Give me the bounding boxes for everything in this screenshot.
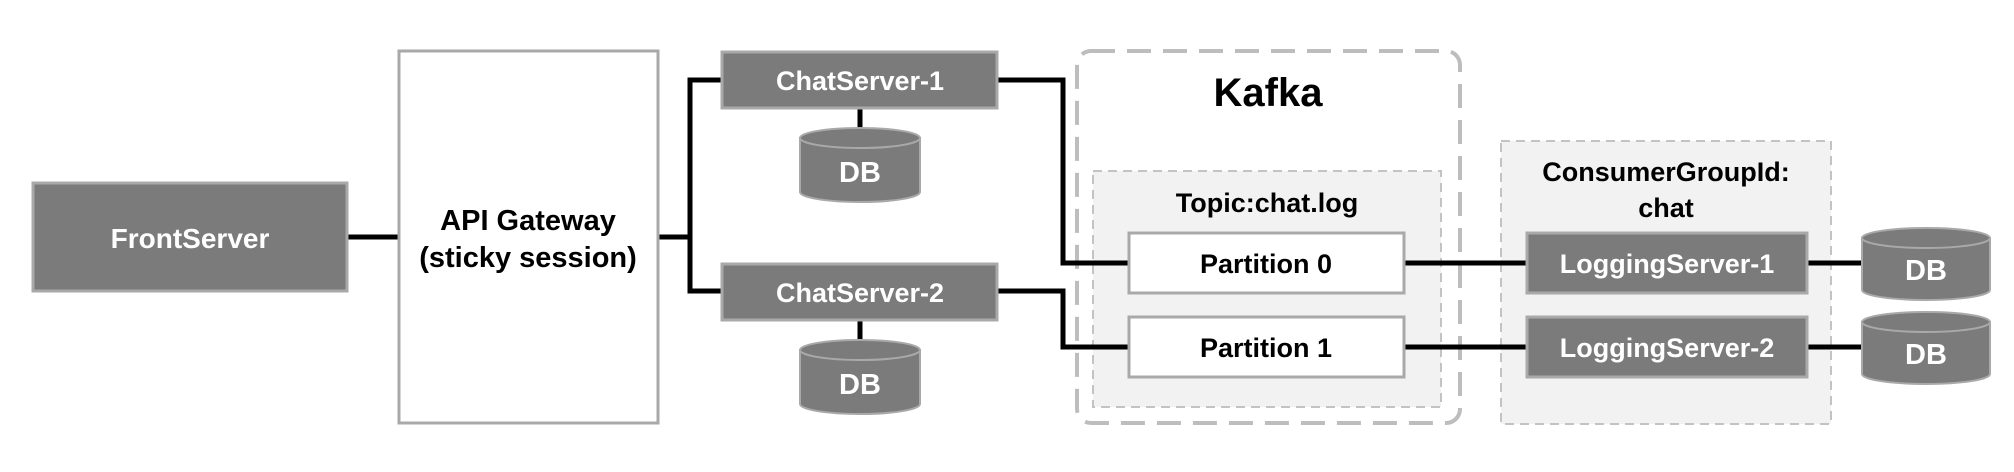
chat-server-1-label: ChatServer-1 — [776, 66, 944, 96]
chat-server-2-box — [720, 262, 999, 322]
api-gateway-label: API Gateway — [440, 205, 616, 237]
topic-label: Topic:chat.log — [1176, 188, 1359, 218]
front-server-box — [31, 181, 349, 293]
logging-server-2-box — [1525, 315, 1809, 379]
front-server-label: FrontServer — [111, 223, 270, 254]
connector-chatserver-2-partition-1 — [997, 288, 1129, 350]
chat-server-1-db-label: DB — [839, 157, 881, 189]
partition-1-label: Partition 1 — [1200, 333, 1332, 363]
chat-server-2-label: ChatServer-2 — [776, 278, 944, 308]
partition-1-box — [1127, 315, 1406, 379]
logging-server-1-db-label: DB — [1905, 255, 1947, 287]
logging-server-2-db: DB — [1861, 311, 1991, 385]
logging-server-2-db-label: DB — [1905, 339, 1947, 371]
connector-bus-chatserver-1 — [687, 77, 722, 294]
kafka-title: Kafka — [1214, 71, 1324, 115]
logging-server-1-db: DB — [1861, 227, 1991, 301]
partition-0-box — [1127, 231, 1406, 295]
partition-0-label: Partition 0 — [1200, 249, 1332, 279]
chat-server-1-box — [720, 50, 999, 110]
chat-server-2-db: DB — [799, 339, 921, 415]
consumer-group-id-label: ConsumerGroupId: — [1542, 157, 1790, 187]
chat-server-2-db-label: DB — [839, 369, 881, 401]
logging-server-2-label: LoggingServer-2 — [1560, 333, 1775, 363]
consumer-group-id-value: chat — [1638, 193, 1694, 223]
connector-chatserver-1-partition-0 — [997, 77, 1129, 266]
logging-server-1-box — [1525, 231, 1809, 295]
logging-server-1-label: LoggingServer-1 — [1560, 249, 1775, 279]
chat-server-1-db: DB — [799, 127, 921, 203]
api-gateway-box — [397, 49, 660, 425]
api-gateway-sublabel: (sticky session) — [419, 242, 637, 274]
